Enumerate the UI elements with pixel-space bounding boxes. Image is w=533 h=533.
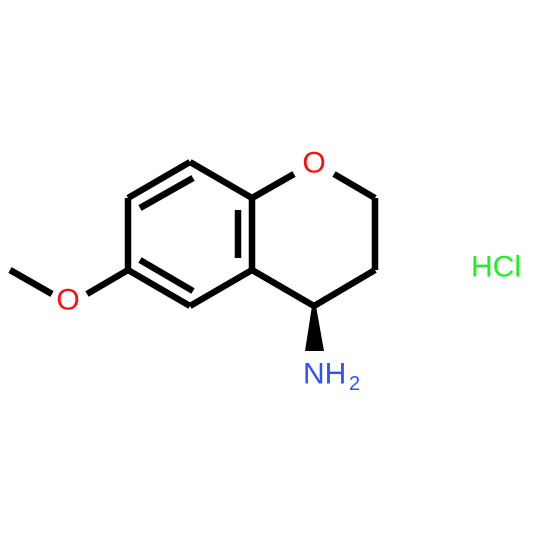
methoxy-oxygen-label: O bbox=[56, 284, 79, 317]
bond-c6-o-methoxy bbox=[85, 267, 130, 297]
amine-label: NH bbox=[303, 358, 346, 391]
aromatic-inner-bond-2 bbox=[138, 175, 195, 211]
methoxy-group bbox=[8, 267, 130, 297]
bond-o-methyl bbox=[8, 267, 54, 297]
bond-c8-c8a bbox=[188, 159, 254, 201]
bond-c4-c4a bbox=[250, 267, 316, 309]
bond-c8a-o1 bbox=[250, 171, 296, 201]
bond-c7-c8 bbox=[126, 159, 192, 201]
bond-c5-c6 bbox=[126, 267, 192, 309]
bond-o1-c2 bbox=[332, 171, 377, 201]
hcl-salt-label: HCl bbox=[471, 251, 521, 284]
ring-oxygen-label: O bbox=[302, 147, 325, 180]
aromatic-ring bbox=[124, 159, 256, 309]
stereo-wedge-bond bbox=[305, 306, 324, 351]
bond-c3-c4 bbox=[312, 267, 377, 309]
bond-c4a-c5 bbox=[188, 267, 254, 309]
amine-subscript-label: 2 bbox=[349, 373, 360, 395]
aromatic-inner-bond-1 bbox=[138, 257, 195, 294]
pyran-ring bbox=[250, 171, 379, 309]
